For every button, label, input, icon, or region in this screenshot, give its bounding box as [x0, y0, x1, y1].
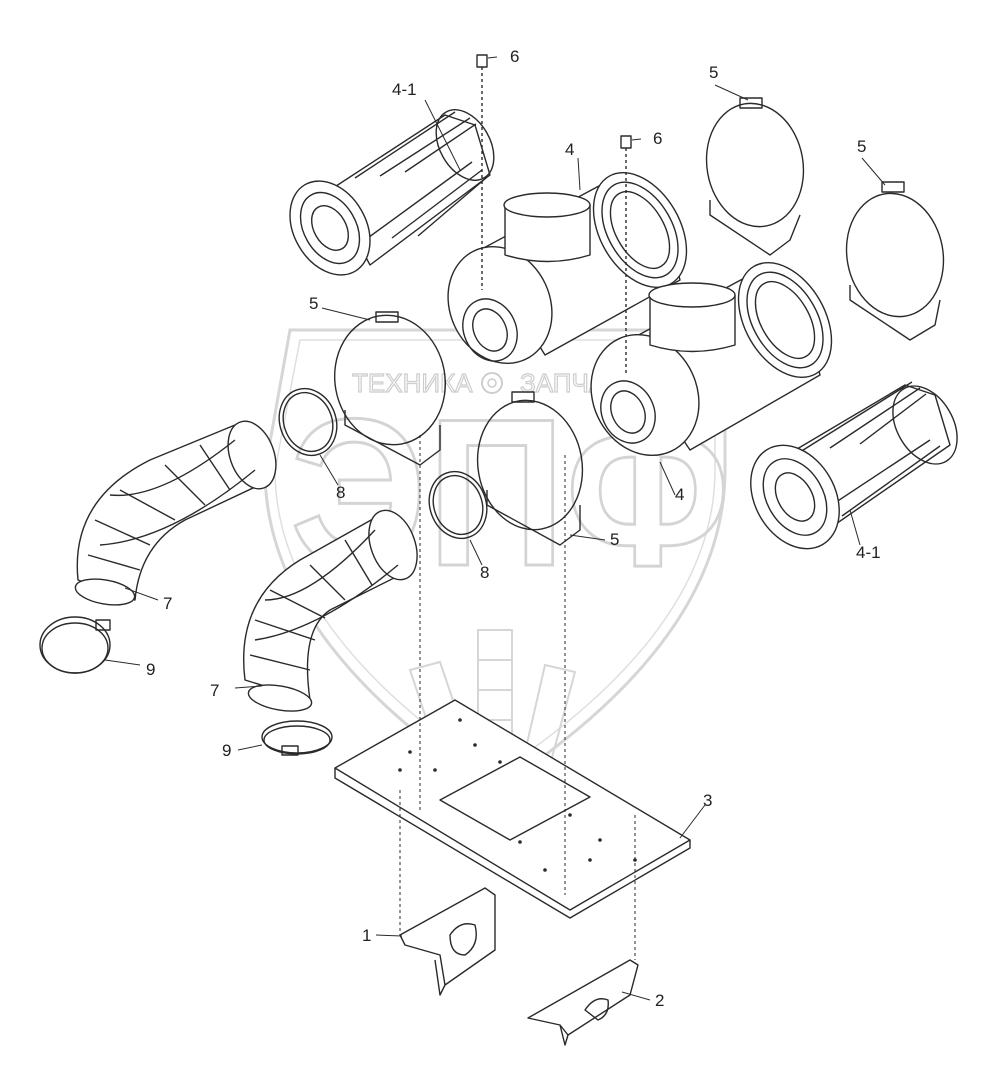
mounting-band-top-center: [705, 97, 805, 256]
clamp-9-right: [261, 720, 333, 756]
callout-labels: 1 2 3 4 4 4-1 4-1 5 5 5 5 6 6 7 7 8 8 9 …: [146, 47, 881, 1010]
breather-cap-right: [620, 135, 632, 375]
air-filter-housing-lower: [590, 262, 833, 457]
clamp-9-left: [39, 616, 111, 674]
mounting-band-top-right: [845, 181, 945, 341]
elbow-hose-left: [74, 420, 277, 606]
callout-7-left: 7: [163, 594, 172, 613]
callout-4-lower: 4: [675, 485, 684, 504]
callout-7-right: 7: [210, 681, 219, 700]
callout-5-middle-center: 5: [610, 530, 619, 549]
watermark-brand-left: ТЕХНИКА: [352, 368, 473, 398]
callout-8-left: 8: [336, 483, 345, 502]
base-plate: [334, 699, 691, 919]
mounting-band-middle-center: [476, 391, 584, 546]
callout-4-1-upper: 4-1: [392, 80, 417, 99]
gear-icon: [481, 372, 503, 394]
callout-5-top-center: 5: [709, 63, 718, 82]
callout-9-left: 9: [146, 660, 155, 679]
callout-2: 2: [655, 991, 664, 1010]
assembly-lines: [399, 435, 636, 960]
callout-6-left: 6: [510, 47, 519, 66]
callout-6-right: 6: [653, 129, 662, 148]
breather-cap-left: [476, 54, 488, 290]
callout-5-top-right: 5: [857, 137, 866, 156]
callout-4-upper: 4: [565, 140, 574, 159]
elbow-hose-right: [242, 509, 418, 712]
callout-3: 3: [703, 791, 712, 810]
callout-4-1-lower: 4-1: [856, 543, 881, 562]
callout-1: 1: [362, 926, 371, 945]
air-filter-housing-upper: [447, 172, 688, 365]
filter-element-top-left: [289, 109, 495, 276]
hose-clamp-left: [278, 387, 338, 457]
callout-9-right: 9: [222, 741, 231, 760]
bracket-2: [527, 959, 639, 1046]
callout-5-middle-left: 5: [309, 294, 318, 313]
filter-element-bottom-right: [750, 381, 958, 550]
bracket-1: [399, 887, 496, 996]
leader-lines: [104, 56, 886, 1001]
hose-clamp-right: [428, 470, 488, 540]
callout-8-right: 8: [480, 563, 489, 582]
